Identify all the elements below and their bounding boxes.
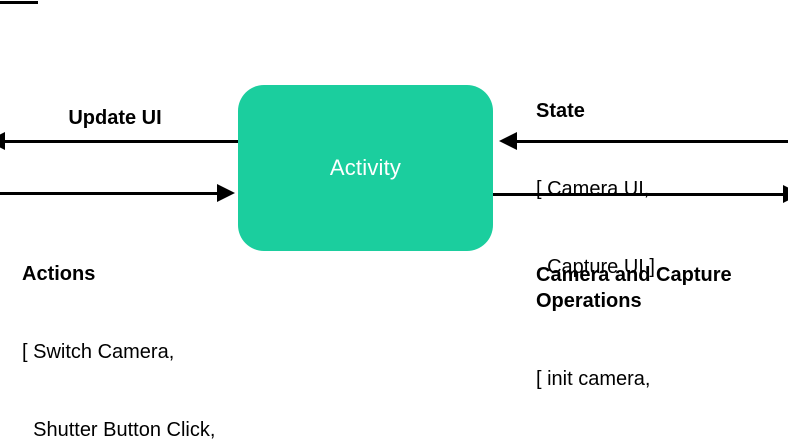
camera-ops-arrow-line	[493, 193, 788, 196]
actions-text-block: Actions [ Switch Camera, Shutter Button …	[22, 209, 264, 444]
state-line: Capture UI ]	[536, 256, 655, 278]
actions-line: Shutter Button Click,	[22, 419, 216, 441]
state-line: [ Camera UI,	[536, 178, 650, 200]
arrow-left-icon	[0, 132, 5, 150]
cropped-top-bar	[0, 1, 38, 4]
actions-arrow-line	[0, 192, 220, 195]
state-text-block: State [ Camera UI, Capture UI ]	[536, 46, 655, 332]
state-arrow-line	[514, 140, 788, 143]
arrow-right-icon	[217, 184, 235, 202]
camera-ops-title: Camera and Capture Operations	[536, 264, 732, 312]
camera-ops-line: [ init camera,	[536, 368, 651, 390]
actions-title: Actions	[22, 263, 96, 285]
update-ui-label: Update UI	[68, 107, 162, 129]
camera-ops-text-block: Camera and Capture Operations [ init cam…	[536, 210, 750, 444]
arrow-left-icon	[499, 132, 517, 150]
activity-node-label: Activity	[329, 155, 402, 180]
activity-node: Activity	[238, 85, 493, 251]
state-title: State	[536, 100, 585, 122]
update-ui-arrow-line	[0, 140, 238, 143]
actions-line: [ Switch Camera,	[22, 341, 175, 363]
arrow-right-icon	[783, 185, 788, 203]
